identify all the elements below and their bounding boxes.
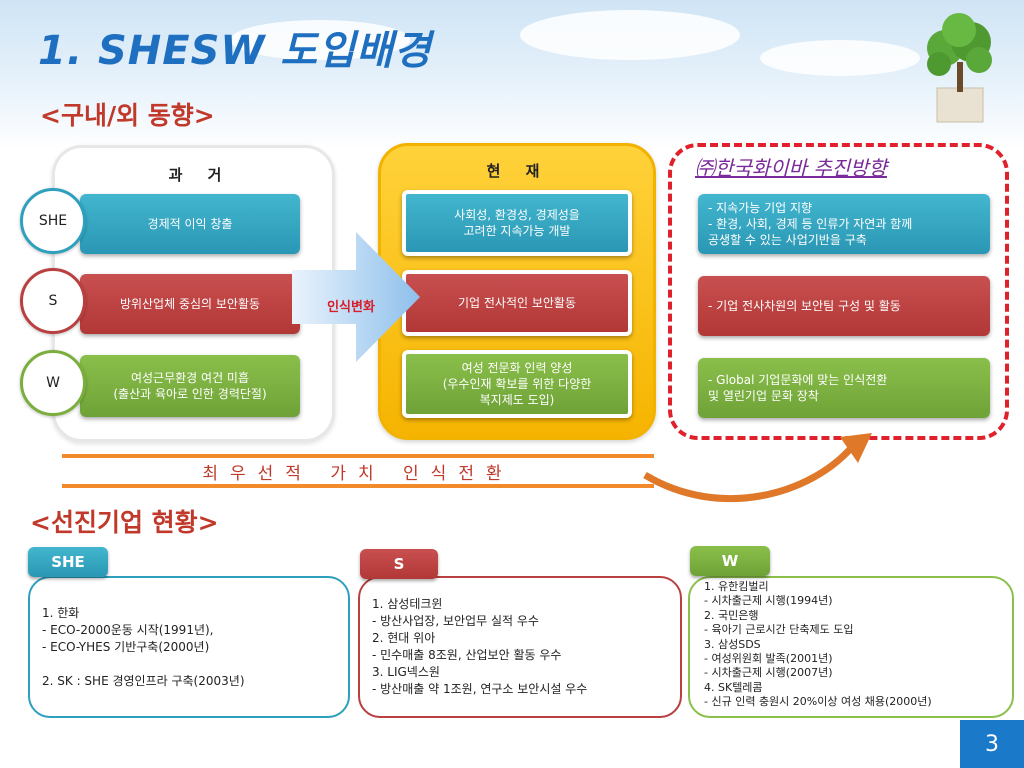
plan-card-w: - Global 기업문화에 맞는 인식전환 및 열린기업 문화 장착: [698, 358, 990, 418]
arrow-icon: [292, 232, 420, 362]
section-heading-trends: <구내/외 동향>: [40, 101, 215, 130]
tab-s: S: [360, 549, 438, 579]
priority-banner: 최우선적 가치 인식전환: [62, 454, 654, 488]
page-number: 3: [960, 720, 1024, 768]
circle-w: W: [20, 350, 86, 416]
arrow-label: 인식변화: [327, 300, 375, 315]
present-card-she: 사회성, 환경성, 경제성을 고려한 지속가능 개발: [402, 190, 632, 256]
plan-title: ㈜한국화이바 추진방향: [695, 156, 887, 180]
past-card-she: 경제적 이익 창출: [80, 194, 300, 254]
tab-w: W: [690, 546, 770, 576]
circle-she: SHE: [20, 188, 86, 254]
curved-arrow-icon: [643, 433, 872, 503]
section-heading-leaders: <선진기업 현황>: [30, 508, 219, 537]
leader-box-s: 1. 삼성테크윈 - 방산사업장, 보안업무 실적 우수 2. 현대 위아 - …: [358, 576, 682, 718]
tab-she: SHE: [28, 547, 108, 577]
present-card-w: 여성 전문화 인력 양성 (우수인재 확보를 위한 다양한 복지제도 도입): [402, 350, 632, 418]
past-card-w: 여성근무환경 여건 미흡 (출산과 육아로 인한 경력단절): [80, 355, 300, 417]
present-header: 현 재: [486, 162, 550, 180]
past-card-s: 방위산업체 중심의 보안활동: [80, 274, 300, 334]
page-title: 1. SHESW 도입배경: [38, 28, 432, 74]
plan-card-she: - 지속가능 기업 지향 - 환경, 사회, 경제 등 인류가 자연과 함께 공…: [698, 194, 990, 254]
leader-box-she: 1. 한화 - ECO-2000운동 시작(1991년), - ECO-YHES…: [28, 576, 350, 718]
sky-background: [0, 0, 1024, 150]
leader-box-w: 1. 유한킴벌리 - 시차출근제 시행(1994년) 2. 국민은행 - 육아기…: [688, 576, 1014, 718]
present-card-s: 기업 전사적인 보안활동: [402, 270, 632, 336]
plan-card-s: - 기업 전사차원의 보안팀 구성 및 활동: [698, 276, 990, 336]
tree-icon: [927, 13, 992, 123]
circle-s: S: [20, 268, 86, 334]
past-header: 과 거: [168, 166, 232, 184]
